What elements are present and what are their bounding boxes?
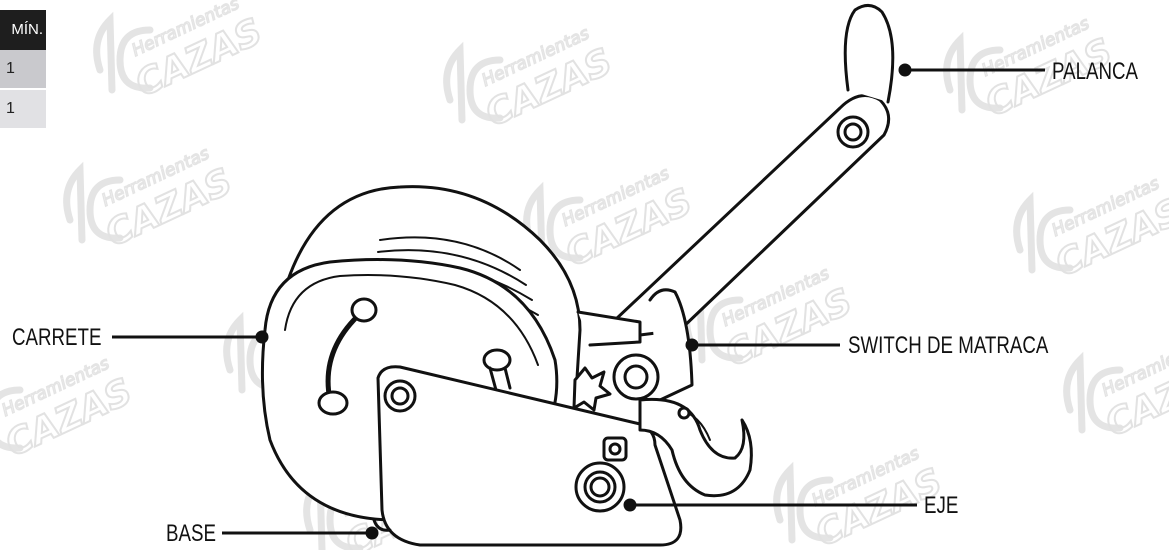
- quantity-table: MÍN. 1 1: [0, 10, 46, 130]
- label-switch-de-matraca: SWITCH DE MATRACA: [848, 332, 1049, 359]
- handle-arm: [613, 94, 891, 337]
- label-base: BASE: [166, 520, 216, 547]
- table-header-min: MÍN.: [0, 10, 46, 50]
- label-eje: EJE: [924, 492, 959, 519]
- label-carrete: CARRETE: [12, 324, 102, 351]
- handle-grip: [843, 4, 895, 104]
- hook: [638, 397, 753, 498]
- table-cell: 1: [0, 90, 46, 130]
- label-palanca: PALANCA: [1052, 58, 1139, 85]
- table-cell: 1: [0, 50, 46, 90]
